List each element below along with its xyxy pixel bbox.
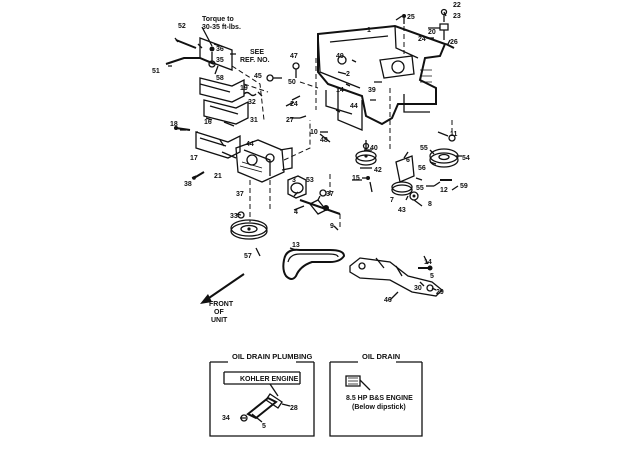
- front-label-line3: UNIT: [211, 317, 228, 324]
- part-label: 56: [418, 165, 426, 172]
- oil-drain-plumbing-inset: OIL DRAIN PLUMBING KOHLER ENGINE 34 5 28: [209, 352, 315, 437]
- part-label: 4: [294, 209, 298, 216]
- pump-assembly: [192, 120, 311, 222]
- bs-engine-note: (Below dipstick): [352, 404, 406, 411]
- part-label: 42: [374, 167, 382, 174]
- part-label: 48: [320, 137, 328, 144]
- kohler-engine-label: KOHLER ENGINE: [240, 376, 299, 383]
- idler-pulley-41: [355, 140, 377, 169]
- part-label: 31: [250, 117, 258, 124]
- oil-drain-plumbing-title: OIL DRAIN PLUMBING: [232, 352, 312, 361]
- part-label: 44: [350, 103, 358, 110]
- see-ref-line2: REF. NO.: [240, 57, 270, 64]
- part-label: 5: [262, 423, 266, 430]
- part-label: 58: [216, 75, 224, 82]
- part-label: 11: [450, 131, 458, 138]
- belt-13: [282, 248, 346, 280]
- part-label: 12: [440, 187, 448, 194]
- part-label: 17: [190, 155, 198, 162]
- part-label: 10: [310, 129, 318, 136]
- part-label: 6: [406, 157, 410, 164]
- part-label: 24: [418, 36, 426, 43]
- part-label: 33: [230, 213, 238, 220]
- part-label: 14: [424, 259, 432, 266]
- left-bracket-assembly: [165, 37, 269, 159]
- leader-lines: [168, 11, 462, 301]
- part-label: 28: [290, 405, 298, 412]
- oil-drain-inset: OIL DRAIN 8.5 HP B&S ENGINE (Below dipst…: [329, 352, 423, 437]
- see-ref-line1: SEE: [250, 49, 264, 56]
- shaft-assembly: [287, 174, 341, 230]
- part-label: 46: [384, 297, 392, 304]
- part-label: 55: [420, 145, 428, 152]
- part-label: 52: [178, 23, 186, 30]
- part-label: 43: [398, 207, 406, 214]
- part-label: 3: [292, 177, 296, 184]
- part-label: 57: [244, 253, 252, 260]
- part-label: 49: [336, 53, 344, 60]
- part-label: 53: [306, 177, 314, 184]
- part-label: 7: [390, 197, 394, 204]
- part-label: 27: [286, 117, 294, 124]
- part-label: 59: [460, 183, 468, 190]
- part-label: 19: [240, 85, 248, 92]
- part-label: 15: [352, 175, 360, 182]
- part-label: 44: [246, 141, 254, 148]
- bs-engine-label: 8.5 HP B&S ENGINE: [346, 395, 413, 402]
- pulley-54: [429, 120, 459, 181]
- part-label: 2: [346, 71, 350, 78]
- part-label: 13: [292, 242, 300, 249]
- part-label: 54: [462, 155, 470, 162]
- part-label: 40: [370, 145, 378, 152]
- part-label: 26: [450, 39, 458, 46]
- frame-hardware: [266, 58, 434, 193]
- part-label: 34: [222, 415, 230, 422]
- part-label: 23: [453, 13, 461, 20]
- part-label: 29: [436, 289, 444, 296]
- part-label: 8: [428, 201, 432, 208]
- part-label: 39: [368, 87, 376, 94]
- part-label: 9: [330, 223, 334, 230]
- part-label: 38: [184, 181, 192, 188]
- front-arrow: [200, 273, 245, 304]
- main-frame: [317, 24, 447, 131]
- part-label: 47: [290, 53, 298, 60]
- part-label: 51: [152, 68, 160, 75]
- part-label: 55: [416, 185, 424, 192]
- part-label: 50: [288, 79, 296, 86]
- callout-text: Torque to 30-35 ft-lbs. SEE REF. NO. FRO…: [202, 16, 270, 324]
- part-label: 30: [414, 285, 422, 292]
- oil-drain-title: OIL DRAIN: [362, 352, 400, 361]
- part-label: 18: [170, 121, 178, 128]
- part-label: 32: [248, 99, 256, 106]
- part-label: 24: [290, 101, 298, 108]
- part-label: 20: [428, 29, 436, 36]
- part-label: 36: [216, 46, 224, 53]
- torque-note-line2: 30-35 ft-lbs.: [202, 24, 241, 31]
- torque-note-line1: Torque to: [202, 16, 234, 23]
- idler-arm-6: [391, 155, 419, 201]
- pulley-33: [230, 211, 268, 240]
- front-label-line2: OF: [214, 309, 224, 316]
- part-label: 21: [214, 173, 222, 180]
- part-label: 25: [407, 14, 415, 21]
- part-label: 35: [216, 57, 224, 64]
- part-label: 16: [204, 119, 212, 126]
- part-label: 1: [367, 27, 371, 34]
- part-label: 5: [430, 273, 434, 280]
- part-number-labels: 1 25 22 23 24 20 26 52 36 35 58 51 47 50…: [152, 2, 470, 304]
- part-label: 45: [254, 73, 262, 80]
- part-label: 37: [326, 191, 334, 198]
- front-label-line1: FRONT: [209, 301, 234, 308]
- bracket-46: [349, 257, 443, 297]
- part-label: 37: [236, 191, 244, 198]
- part-label: 22: [453, 2, 461, 9]
- part-label: 14: [336, 87, 344, 94]
